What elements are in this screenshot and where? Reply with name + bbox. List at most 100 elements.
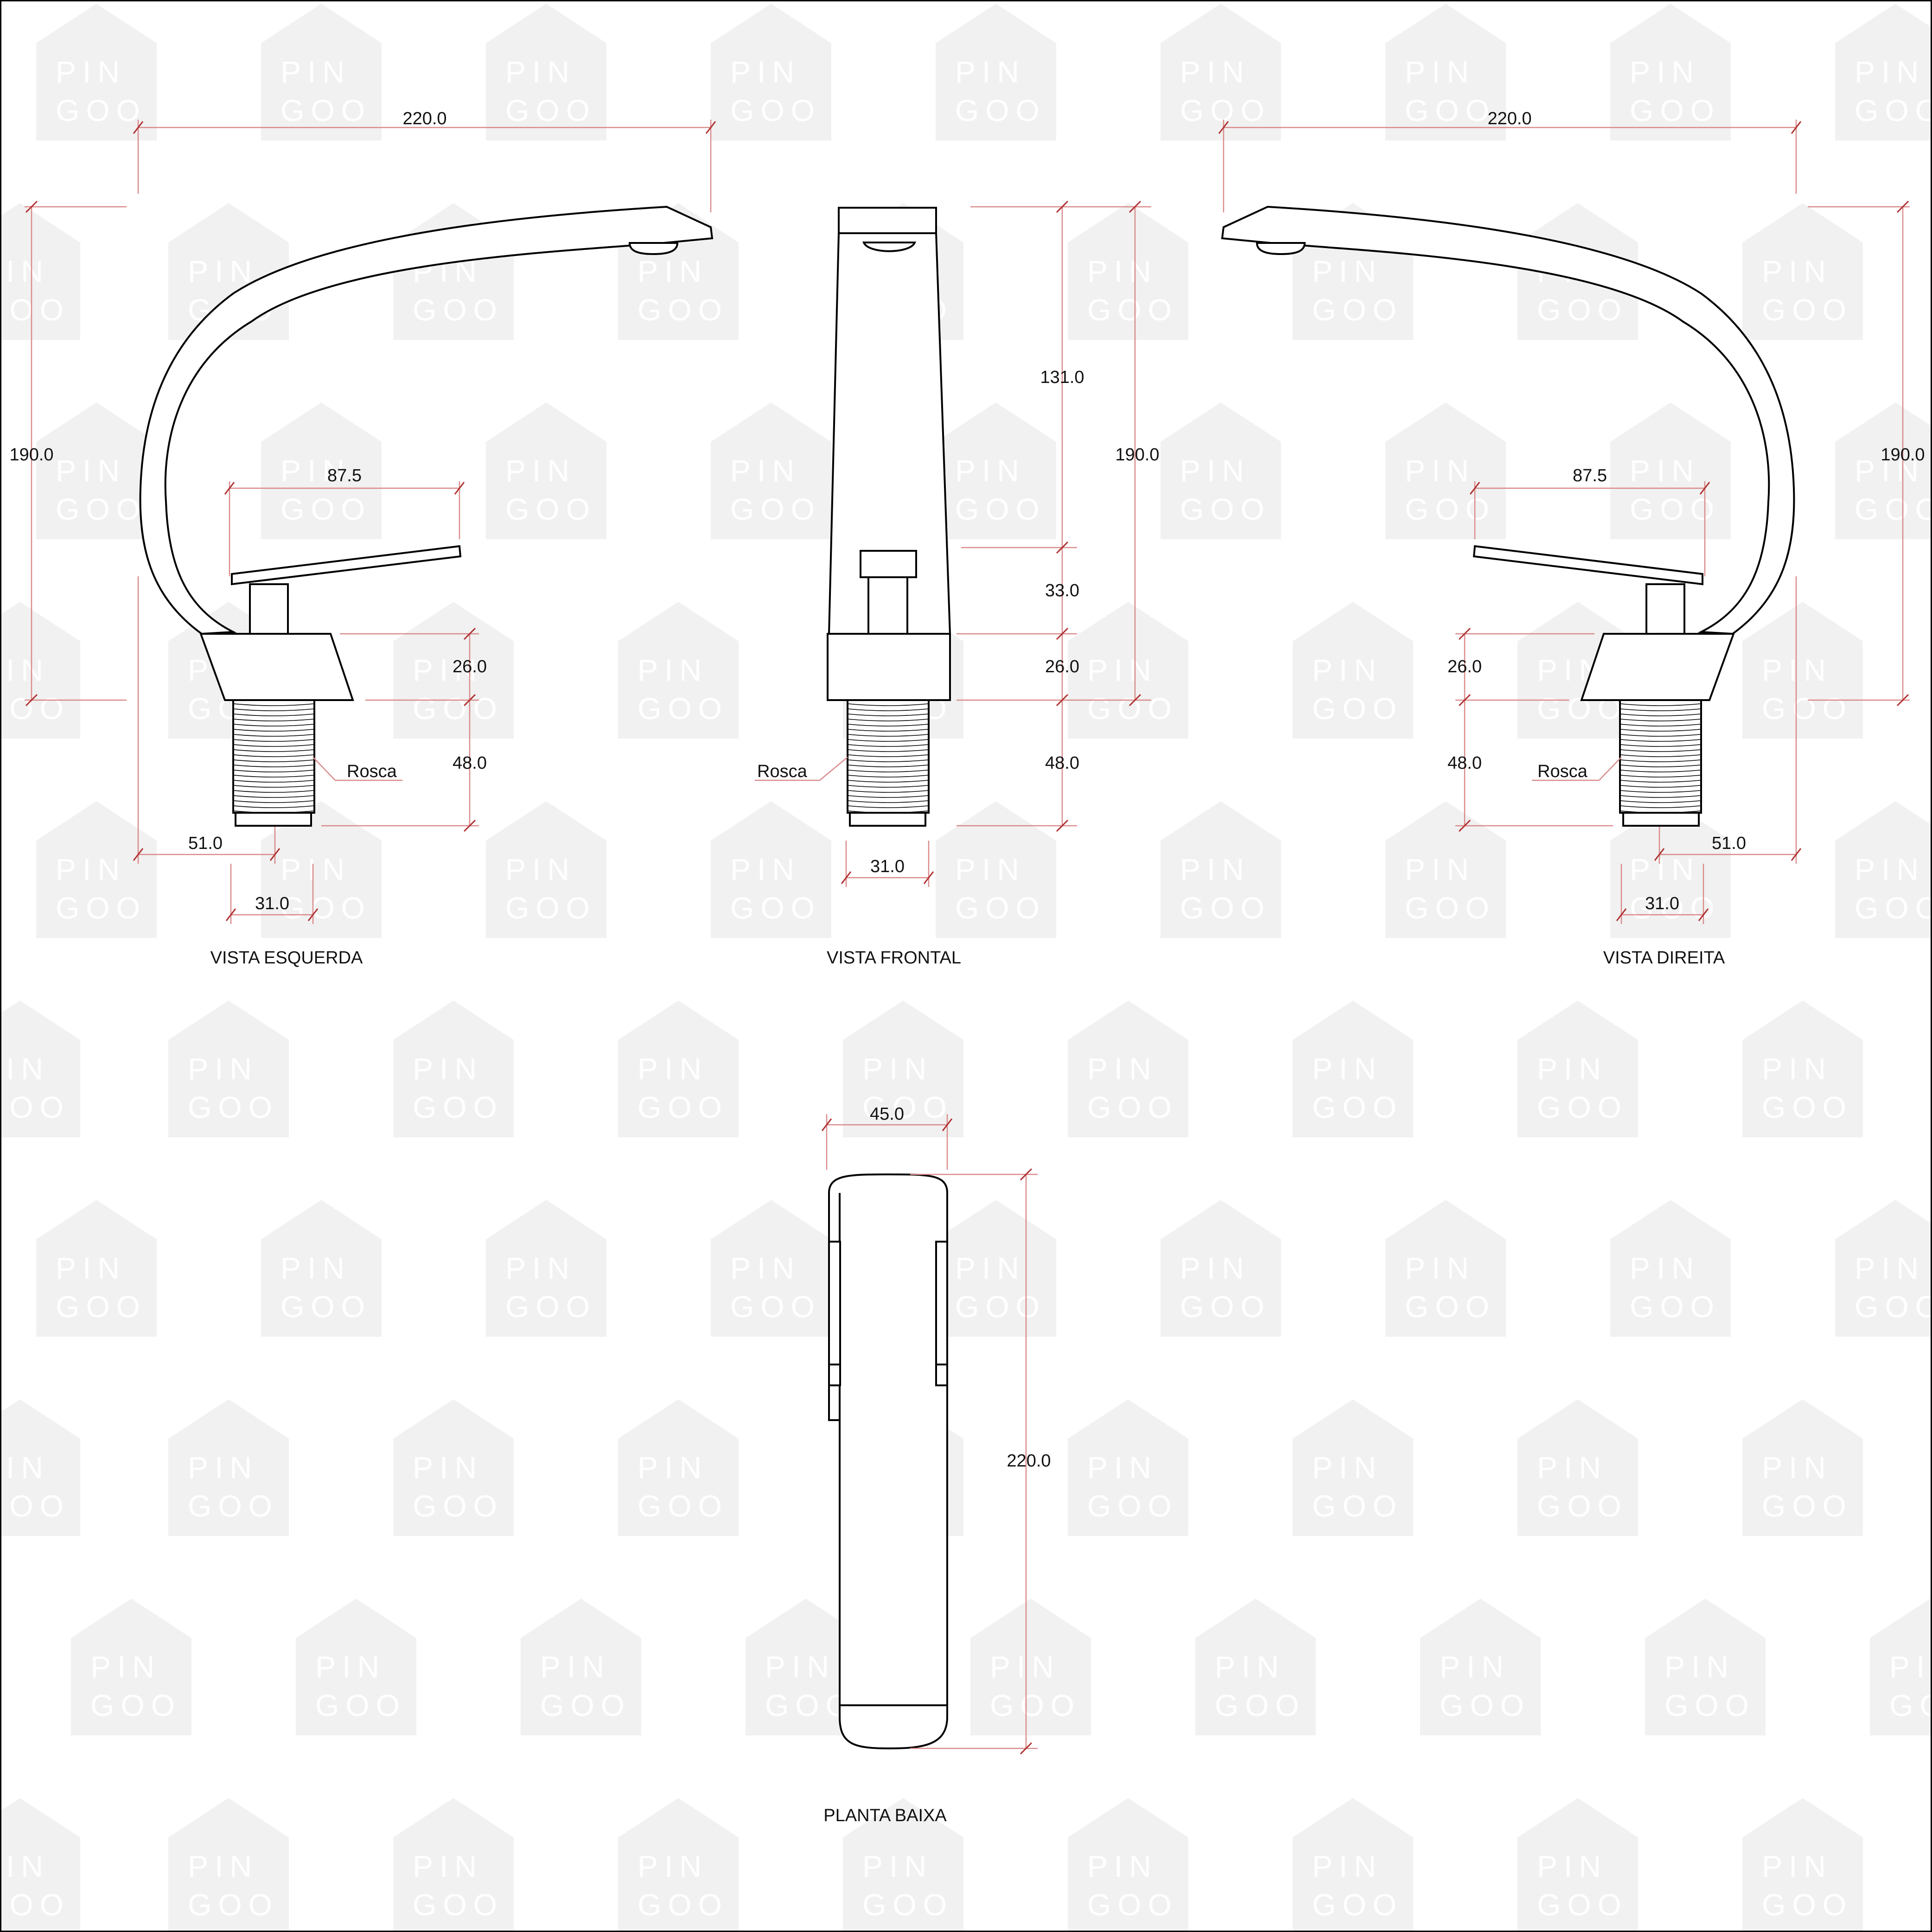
front-upper-dim: 131.0: [1040, 368, 1084, 387]
svg-text:PIN: PIN: [1, 1052, 50, 1086]
svg-text:PIN: PIN: [1312, 1052, 1383, 1086]
svg-text:PIN: PIN: [730, 852, 801, 886]
left-height-dim: 190.0: [9, 445, 53, 465]
svg-text:PIN: PIN: [188, 1849, 258, 1883]
plan-lever-left-base: [828, 1364, 841, 1386]
svg-text:GOO: GOO: [90, 1688, 181, 1722]
svg-text:GOO: GOO: [56, 891, 147, 925]
front-lever-stem: [867, 576, 908, 635]
svg-text:GOO: GOO: [1855, 1289, 1932, 1324]
front-view-title: VISTA FRONTAL: [827, 948, 961, 968]
watermark-tile: PIN GOO: [843, 1798, 963, 1931]
svg-text:GOO: GOO: [413, 1489, 504, 1523]
svg-text:PIN: PIN: [638, 653, 708, 687]
svg-text:GOO: GOO: [730, 492, 821, 526]
svg-text:PIN: PIN: [1312, 1450, 1383, 1485]
left-thread-lines: [234, 703, 314, 813]
svg-text:PIN: PIN: [281, 1251, 351, 1285]
svg-text:PIN: PIN: [413, 1849, 483, 1883]
svg-text:PIN: PIN: [56, 852, 126, 886]
svg-text:GOO: GOO: [1855, 93, 1932, 128]
left-spout: [139, 205, 714, 635]
right-aerator: [1256, 242, 1306, 255]
right-spout: [1221, 205, 1795, 635]
watermark-tile: PIN GOO: [393, 1399, 514, 1536]
svg-text:GOO: GOO: [56, 492, 147, 526]
front-thread-dim: 48.0: [1045, 753, 1079, 773]
svg-text:GOO: GOO: [1440, 1688, 1530, 1722]
svg-text:PIN: PIN: [1630, 55, 1700, 89]
svg-text:GOO: GOO: [1762, 1887, 1853, 1922]
svg-text:PIN: PIN: [505, 453, 576, 488]
svg-text:GOO: GOO: [1762, 293, 1853, 327]
svg-text:PIN: PIN: [1087, 1849, 1158, 1883]
right-view-title: VISTA DIREITA: [1603, 948, 1725, 968]
svg-text:GOO: GOO: [955, 492, 1046, 526]
svg-text:GOO: GOO: [1537, 1090, 1628, 1124]
svg-text:GOO: GOO: [862, 1887, 953, 1922]
svg-text:PIN: PIN: [862, 1849, 933, 1883]
svg-text:PIN: PIN: [1762, 1849, 1832, 1883]
left-handle-dim: 87.5: [327, 466, 362, 485]
svg-text:GOO: GOO: [1087, 293, 1178, 327]
svg-text:PIN: PIN: [1312, 254, 1383, 288]
svg-text:GOO: GOO: [1312, 293, 1403, 327]
svg-text:PIN: PIN: [90, 1650, 161, 1684]
svg-text:PIN: PIN: [1762, 254, 1832, 288]
right-height-dim: 190.0: [1881, 445, 1925, 465]
svg-text:GOO: GOO: [56, 1289, 147, 1324]
svg-text:PIN: PIN: [1312, 1849, 1383, 1883]
left-lever-handle: [231, 545, 462, 586]
svg-text:PIN: PIN: [281, 453, 351, 488]
svg-text:PIN: PIN: [1440, 1650, 1510, 1684]
svg-text:GOO: GOO: [1087, 691, 1178, 726]
svg-text:GOO: GOO: [281, 1289, 371, 1324]
svg-text:GOO: GOO: [540, 1688, 631, 1722]
watermark-tile: PIN GOO: [1742, 1798, 1863, 1931]
right-body-base: [1580, 633, 1735, 701]
svg-text:PIN: PIN: [990, 1650, 1060, 1684]
svg-text:PIN: PIN: [413, 1450, 483, 1485]
svg-text:PIN: PIN: [188, 1052, 258, 1086]
left-view: 220.0 190.0 87.5 26.0 48.0: [9, 109, 716, 968]
front-aerator: [862, 242, 916, 252]
svg-text:GOO: GOO: [1405, 93, 1496, 128]
svg-text:PIN: PIN: [505, 1251, 576, 1285]
front-rosca-callout: Rosca: [757, 762, 808, 781]
svg-text:GOO: GOO: [638, 1887, 728, 1922]
svg-text:GOO: GOO: [1087, 1887, 1178, 1922]
svg-text:PIN: PIN: [188, 1450, 258, 1485]
svg-text:GOO: GOO: [56, 93, 147, 128]
svg-text:GOO: GOO: [413, 691, 504, 726]
svg-text:PIN: PIN: [1537, 1052, 1607, 1086]
svg-text:GOO: GOO: [1889, 1688, 1932, 1722]
svg-text:GOO: GOO: [505, 891, 596, 925]
right-handle-dim: 87.5: [1573, 466, 1607, 485]
watermark-tile: PIN GOO: [71, 1599, 191, 1735]
svg-text:GOO: GOO: [1855, 492, 1932, 526]
svg-text:GOO: GOO: [1, 1489, 70, 1523]
svg-text:PIN: PIN: [505, 55, 576, 89]
